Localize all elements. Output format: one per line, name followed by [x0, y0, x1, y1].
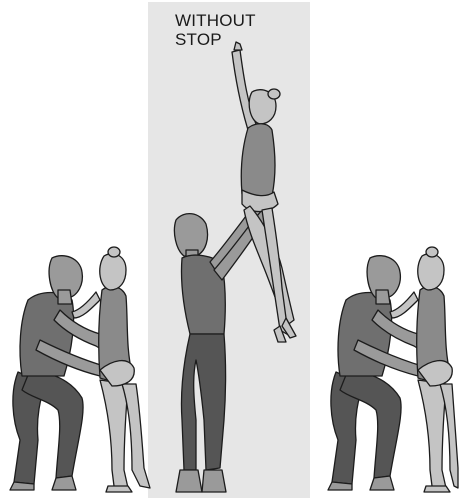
left-pair: [10, 247, 150, 492]
center-partner-figure: [174, 204, 268, 492]
without-stop-caption: WITHOUT STOP: [175, 11, 256, 49]
caption-line-1: WITHOUT: [175, 11, 256, 30]
center-pair: [174, 42, 296, 492]
caption-line-2: STOP: [175, 30, 256, 49]
right-pair: [328, 247, 458, 492]
center-dancer-figure: [232, 42, 296, 342]
